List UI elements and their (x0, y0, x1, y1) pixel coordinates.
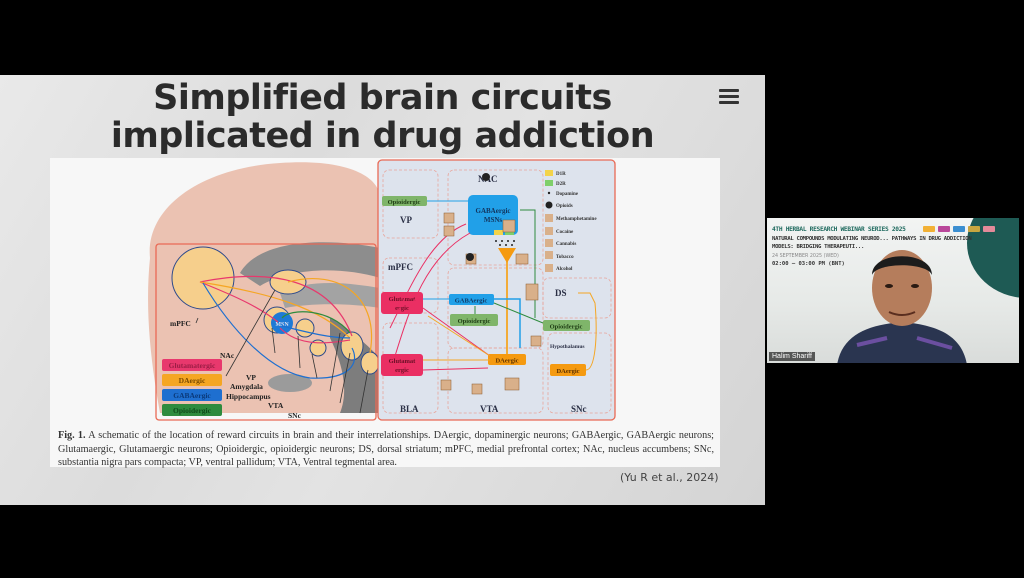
key-cannabis: Cannabis (556, 242, 576, 247)
key-dopamine: Dopamine (556, 192, 579, 197)
legend-glutamatergic-swatch (162, 359, 222, 371)
opioid-icons (466, 173, 490, 261)
key-tobacco: Tobacco (556, 255, 574, 260)
right-panel-frame (377, 159, 616, 421)
webinar-topic: NATURAL COMPOUNDS MODULATING NEUROD... P… (772, 236, 972, 250)
drug-key: D1R D2R Dopamine Opioids Methamphetamine… (545, 170, 597, 272)
key-cocaine: Cocaine (556, 230, 574, 235)
label-vp: VP (246, 373, 256, 382)
key-alcohol: Alcohol (556, 267, 573, 272)
label-snc: SNc (288, 411, 302, 420)
label-amygdala: Amygdala (230, 382, 263, 391)
box-gaba-msns-line1: GABAergic (476, 207, 511, 215)
region-amygdala (309, 339, 327, 357)
left-panel-frame (155, 243, 377, 421)
region-mpfc (171, 246, 235, 310)
legend-gabaergic-swatch (162, 389, 222, 401)
caption-label: Fig. 1. (58, 430, 86, 441)
msn-label: MSN (275, 322, 289, 328)
label-vta-right: VTA (480, 404, 499, 414)
label-vp-right: VP (400, 215, 412, 225)
label-vta: VTA (268, 401, 284, 410)
box-glut-bla-line1: Glutamat (389, 358, 417, 365)
key-d1r: D1R (556, 172, 566, 177)
box-opioid-mid: Opioidergic (458, 318, 491, 325)
label-mpfc: mPFC (170, 319, 191, 328)
key-methamphetamine: Methamphetamine (556, 217, 597, 222)
legend-daergic-swatch (162, 374, 222, 386)
box-gaba-mid: GABAergic (455, 298, 488, 305)
webinar-series-title: 4TH HERBAL RESEARCH WEBINAR SERIES 2025 (772, 226, 906, 233)
legend-glutamatergic: Glutamatergic (169, 361, 216, 370)
participant-figure (837, 250, 967, 363)
figure: MSN (50, 158, 720, 470)
d2r-marker (505, 230, 514, 235)
participant-name-tag: Halim Shariff (769, 352, 815, 361)
box-opioid-hypothalamus: Opioidergic (550, 324, 583, 331)
citation: (Yu R et al., 2024) (620, 471, 719, 484)
slide-title: Simplified brain circuits implicated in … (0, 79, 765, 155)
label-bla: BLA (400, 404, 419, 414)
legend-opioidergic-swatch (162, 404, 222, 416)
legend-daergic: DAergic (179, 376, 206, 385)
box-gaba-msns-line2: MSNs (484, 216, 503, 224)
region-vp (295, 318, 315, 338)
webinar-date: 24 SEPTEMBER 2025 (WED) (772, 254, 839, 259)
connection-lines (199, 275, 373, 379)
shared-slide: Simplified brain circuits implicated in … (0, 75, 765, 505)
figure-caption: Fig. 1. A schematic of the location of r… (58, 429, 714, 470)
caption-text: A schematic of the location of reward ci… (58, 430, 714, 469)
legend: Glutamatergic DAergic GABAergic Opioider… (162, 359, 222, 416)
d1r-marker (494, 230, 503, 235)
key-opioids: Opioids (556, 204, 573, 209)
box-da-vta: DAergic (495, 358, 518, 365)
slide-title-line-1: Simplified brain circuits (153, 78, 612, 118)
label-ds-right: DS (555, 288, 567, 298)
label-hypothalamus: Hypothalamus (550, 344, 585, 350)
label-hippocampus: Hippocampus (226, 392, 271, 401)
box-da-snc: DAergic (556, 368, 579, 375)
label-mpfc-right: mPFC (388, 262, 413, 272)
dopamine-dots (495, 240, 515, 246)
msn-node (271, 312, 293, 334)
right-connections (389, 200, 597, 371)
brain-circuit-diagram: MSN (148, 159, 616, 421)
legend-opioidergic: Opioidergic (173, 406, 212, 415)
sponsor-logos (923, 226, 995, 232)
box-glut-mpfc-line1: Glutamat (389, 296, 417, 303)
webinar-time: 02:00 – 03:00 PM (BNT) (772, 261, 845, 267)
label-nac: NAc (220, 351, 235, 360)
slide-title-line-2: implicated in drug addiction (110, 116, 655, 156)
region-vta (340, 331, 364, 361)
key-d2r: D2R (556, 182, 566, 187)
hamburger-menu-icon[interactable] (719, 89, 741, 105)
box-opioid-vp: Opioidergic (388, 199, 421, 206)
dopamine-funnel (498, 248, 516, 263)
box-glut-bla-line2: ergic (395, 367, 409, 374)
label-snc-right: SNc (571, 404, 587, 414)
region-snc (360, 351, 380, 375)
legend-gabaergic: GABAergic (173, 391, 211, 400)
brain-regions (171, 246, 380, 375)
box-glut-mpfc-line2: ergic (395, 305, 409, 312)
leader-lines (195, 289, 369, 414)
participant-video-tile[interactable]: 4TH HERBAL RESEARCH WEBINAR SERIES 2025 … (767, 218, 1019, 363)
